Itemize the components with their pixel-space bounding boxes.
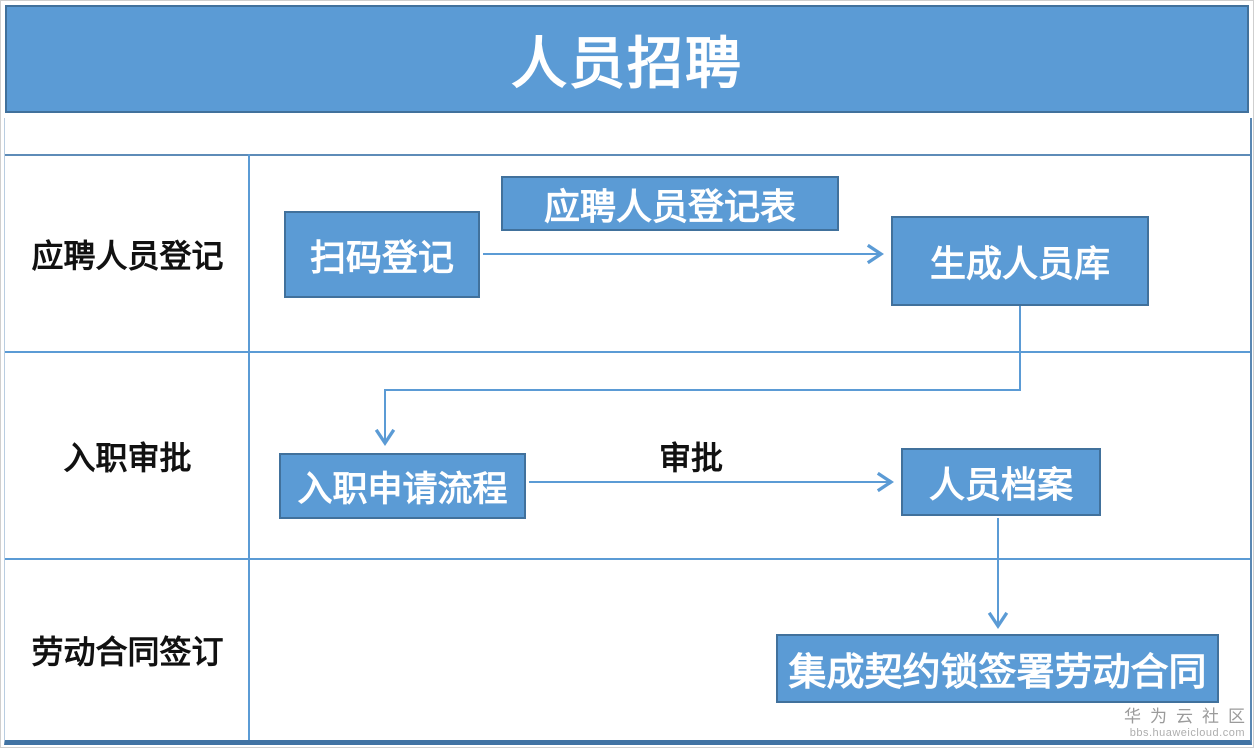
node-scan-register: 扫码登记 [284,211,480,298]
lane-divider-2 [5,558,1250,560]
node-onboarding-flow: 入职申请流程 [279,453,526,519]
lane-label-approval: 入职审批 [63,439,192,476]
node-personnel-pool: 生成人员库 [891,216,1149,306]
node-registration-form: 应聘人员登记表 [501,176,839,231]
lane-label-contract: 劳动合同签订 [31,634,224,670]
watermark-community-name: 华为云社区 [1124,707,1254,726]
watermark-url: bbs.huaweicloud.com [1129,727,1245,740]
table-headerrow-divider [5,154,1250,156]
page-title: 人员招聘 [511,31,743,95]
node-sign-contract: 集成契约锁签署劳动合同 [776,634,1219,703]
node-personnel-archive: 人员档案 [901,448,1101,516]
page-title-banner: 人员招聘 [5,5,1249,113]
lane-column-divider [248,154,250,740]
edge-label-approval: 审批 [658,440,723,476]
lane-label-registration: 应聘人员登记 [31,237,224,274]
watermark: 华为云社区 bbs.huaweicloud.com [1124,706,1245,741]
swimlane-table: 应聘人员登记 入职审批 劳动合同签订 [4,118,1252,745]
